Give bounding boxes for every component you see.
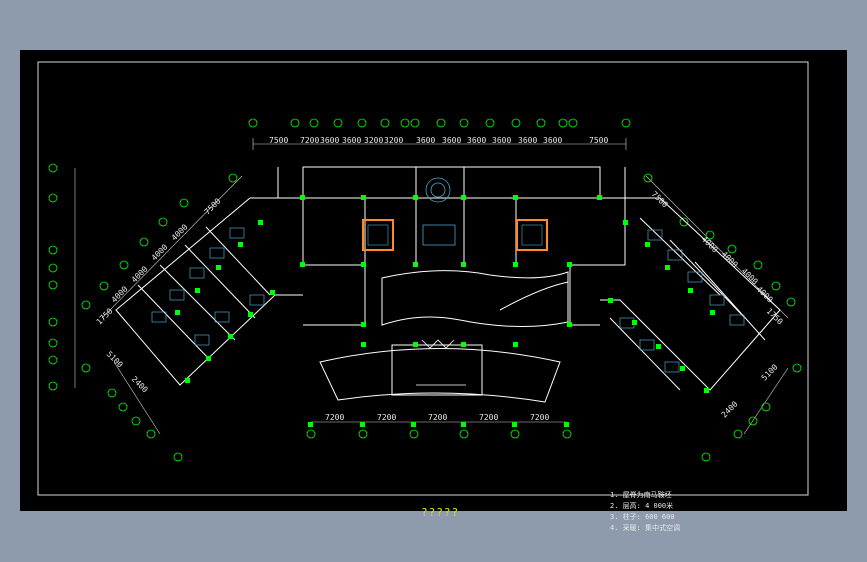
right-wing-bubbles bbox=[643, 173, 802, 462]
note-3: 3. 柱子: 600 600 bbox=[610, 513, 675, 521]
drawing-sheet: 7500 7200 3600 3600 3200 3200 3600 3600 … bbox=[20, 50, 847, 532]
top-dim-12: 3600 bbox=[543, 136, 563, 145]
bottom-dim-4: 7200 bbox=[479, 413, 499, 422]
top-dimension-line bbox=[252, 138, 627, 150]
right-wing-walls bbox=[600, 197, 781, 391]
top-dim-4: 3600 bbox=[342, 136, 362, 145]
top-dim-13: 7500 bbox=[589, 136, 609, 145]
round-table bbox=[422, 177, 456, 246]
inner-frame bbox=[37, 61, 809, 496]
note-2: 2. 层高: 4 000米 bbox=[610, 502, 674, 510]
bottom-dim-2: 7200 bbox=[377, 413, 397, 422]
left-wing-walls bbox=[115, 197, 303, 386]
columns bbox=[175, 195, 715, 427]
atrium bbox=[319, 270, 569, 403]
wing-furniture bbox=[151, 227, 745, 373]
top-dim-9: 3600 bbox=[467, 136, 487, 145]
floor-plan bbox=[37, 61, 809, 496]
top-dim-5: 3200 bbox=[364, 136, 384, 145]
entrance-doors bbox=[416, 339, 466, 386]
stairs bbox=[362, 219, 548, 251]
bottom-dim-3: 7200 bbox=[428, 413, 448, 422]
top-dim-8: 3600 bbox=[442, 136, 462, 145]
top-dim-6: 3200 bbox=[384, 136, 404, 145]
right-wing-dimension-chain bbox=[645, 175, 789, 435]
left-axis-bubbles bbox=[48, 163, 58, 391]
bottom-dim-5: 7200 bbox=[530, 413, 550, 422]
left-wing-bubbles bbox=[81, 173, 238, 462]
top-axis-bubbles bbox=[248, 118, 631, 128]
bottom-dim-1: 7200 bbox=[325, 413, 345, 422]
design-notes: 1. 屋脊为南马鞍坯 2. 层高: 4 000米 3. 柱子: 600 600 … bbox=[610, 490, 680, 534]
left-wing-dimension-chain bbox=[101, 175, 243, 435]
drawing-title: ????? bbox=[421, 506, 460, 519]
top-dim-3: 3600 bbox=[320, 136, 340, 145]
top-dim-2: 7200 bbox=[300, 136, 320, 145]
note-1: 1. 屋脊为南马鞍坯 bbox=[610, 491, 672, 499]
note-4: 4. 采暖: 集中式空调 bbox=[610, 524, 681, 532]
central-block-walls bbox=[277, 166, 626, 326]
top-dim-10: 3600 bbox=[492, 136, 512, 145]
bottom-axis-bubbles bbox=[306, 429, 572, 439]
top-dim-1: 7500 bbox=[269, 136, 289, 145]
top-dim-11: 3600 bbox=[518, 136, 538, 145]
top-dim-7: 3600 bbox=[416, 136, 436, 145]
